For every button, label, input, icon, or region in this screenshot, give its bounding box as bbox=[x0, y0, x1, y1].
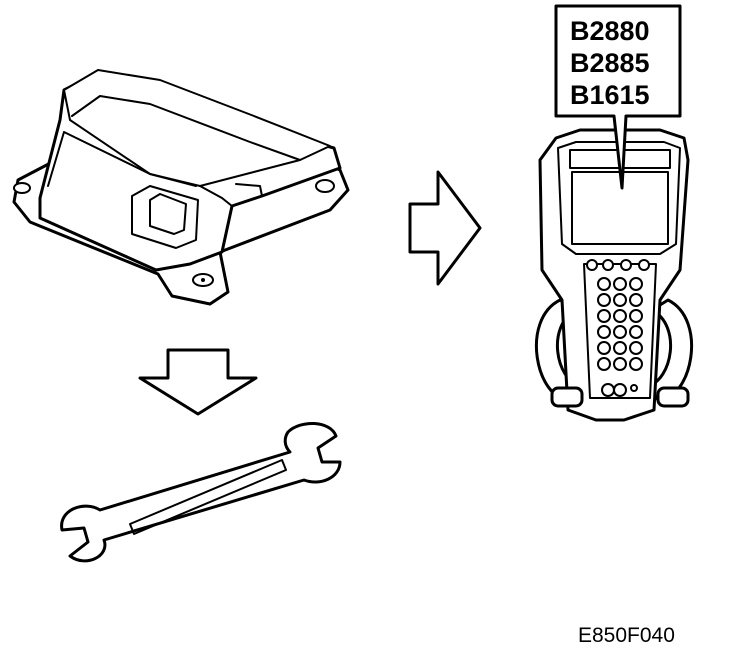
scan-tool-top-button bbox=[586, 259, 598, 271]
scan-tool-key bbox=[597, 277, 611, 291]
scan-tool-key bbox=[613, 383, 627, 397]
scan-tool-key bbox=[629, 341, 643, 355]
figure-id: E850F040 bbox=[578, 624, 675, 647]
scan-tool-key bbox=[613, 325, 627, 339]
scan-tool-key bbox=[597, 357, 611, 371]
code-line-2: B2885 bbox=[570, 48, 650, 78]
scan-tool-top-button bbox=[620, 259, 632, 271]
scan-tool-key bbox=[629, 293, 643, 307]
scan-tool-key bbox=[629, 357, 643, 371]
scan-tool-key bbox=[629, 325, 643, 339]
right-arrow bbox=[408, 170, 482, 286]
scan-tool-key bbox=[597, 293, 611, 307]
scan-tool-top-button bbox=[638, 259, 650, 271]
scan-tool-key bbox=[597, 341, 611, 355]
scan-tool-keypad bbox=[586, 259, 650, 397]
scan-tool-key bbox=[597, 325, 611, 339]
code-line-3: B1615 bbox=[570, 80, 650, 110]
scan-tool bbox=[535, 128, 693, 422]
code-callout bbox=[554, 4, 682, 190]
scan-tool-key bbox=[613, 341, 627, 355]
wrench-icon bbox=[60, 421, 342, 563]
scan-tool-key bbox=[613, 293, 627, 307]
airbag-control-module bbox=[12, 69, 350, 306]
scan-tool-top-button bbox=[602, 259, 614, 271]
scan-tool-key bbox=[613, 309, 627, 323]
down-arrow bbox=[138, 348, 258, 416]
scan-tool-key bbox=[629, 277, 643, 291]
code-line-1: B2880 bbox=[570, 16, 650, 46]
scan-tool-key bbox=[629, 309, 643, 323]
scan-tool-key bbox=[630, 384, 638, 392]
scan-tool-key bbox=[597, 309, 611, 323]
scan-tool-key bbox=[613, 277, 627, 291]
scan-tool-key bbox=[613, 357, 627, 371]
scan-tool-key bbox=[601, 383, 615, 397]
